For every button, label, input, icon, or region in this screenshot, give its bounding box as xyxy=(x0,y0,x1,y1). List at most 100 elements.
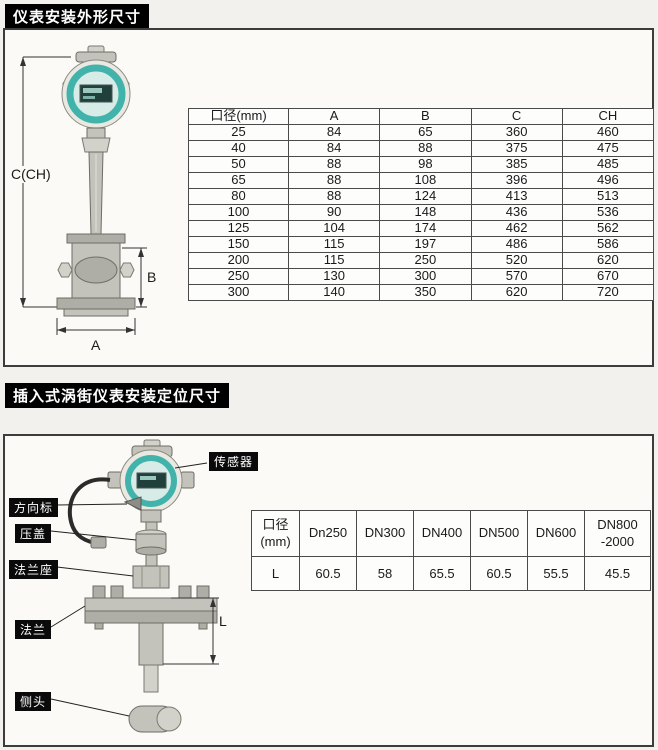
bolt-head xyxy=(92,585,106,599)
value-cell: 130 xyxy=(287,268,381,285)
leader-flange xyxy=(50,605,86,628)
leader-flange-seat xyxy=(56,566,134,577)
arrow-right-icon xyxy=(126,327,135,333)
value-cell: 45.5 xyxy=(584,556,651,591)
gland-label: 压盖 xyxy=(15,524,52,543)
body-boss xyxy=(74,256,118,284)
col-header: DN600 xyxy=(527,510,585,557)
neck xyxy=(86,127,106,139)
value-cell: 620 xyxy=(561,252,655,269)
col-header: 口径(mm) xyxy=(188,108,289,125)
section1-title: 仪表安装外形尺寸 xyxy=(5,4,150,29)
value-cell: 536 xyxy=(561,204,655,221)
mounting-pipe xyxy=(138,622,164,666)
row-key-cell: 50 xyxy=(188,156,289,173)
bottom-flange-face xyxy=(63,308,129,317)
flange-label: 法兰 xyxy=(15,620,52,639)
value-cell: 300 xyxy=(379,268,472,285)
value-cell: 174 xyxy=(379,220,472,237)
leader-direction xyxy=(56,503,128,506)
dim-l-label: L xyxy=(219,613,227,629)
value-cell: 88 xyxy=(287,156,381,173)
hex-adapter xyxy=(81,137,111,153)
body-top-plate xyxy=(66,233,126,244)
value-cell: 104 xyxy=(287,220,381,237)
bolt-head xyxy=(110,585,124,599)
flange-seat-part xyxy=(132,565,170,589)
lcd-segment xyxy=(140,476,156,480)
col-header: A xyxy=(287,108,381,125)
col-header: DN500 xyxy=(470,510,528,557)
row-key-cell: 25 xyxy=(188,124,289,141)
col-header: DN300 xyxy=(356,510,414,557)
leader-sensor xyxy=(174,462,208,469)
value-cell: 360 xyxy=(470,124,563,141)
row-key-cell: L xyxy=(251,556,300,591)
value-cell: 60.5 xyxy=(299,556,357,591)
value-cell: 385 xyxy=(470,156,563,173)
signal-cable xyxy=(67,477,111,545)
row-key-cell: 150 xyxy=(188,236,289,253)
row-key-cell: 200 xyxy=(188,252,289,269)
arrow-down-icon xyxy=(138,298,144,307)
flange-upper-plate xyxy=(84,597,218,612)
probe-tip-end xyxy=(156,706,182,732)
dim-b-label: B xyxy=(147,269,156,285)
value-cell: 396 xyxy=(470,172,563,189)
leader-probe xyxy=(50,698,130,717)
sensor-label: 传感器 xyxy=(209,452,259,471)
dim-c-label-bg xyxy=(9,166,51,183)
direction-marker xyxy=(123,496,142,511)
cable-connector xyxy=(90,536,107,549)
value-cell: 65.5 xyxy=(413,556,471,591)
arrow-up-icon xyxy=(138,248,144,257)
value-cell: 55.5 xyxy=(527,556,585,591)
lcd-segment2 xyxy=(83,96,95,99)
probe-shaft xyxy=(143,664,159,693)
lcd-segment xyxy=(83,88,102,93)
col-header: B xyxy=(379,108,472,125)
section2-title: 插入式涡街仪表安装定位尺寸 xyxy=(5,383,230,408)
lcd-display xyxy=(136,472,167,489)
value-cell: 496 xyxy=(561,172,655,189)
value-cell: 462 xyxy=(470,220,563,237)
value-cell: 720 xyxy=(561,284,655,301)
row-key-cell: 300 xyxy=(188,284,289,301)
arrow-up-icon xyxy=(20,57,26,66)
neck xyxy=(140,509,162,523)
value-cell: 197 xyxy=(379,236,472,253)
value-cell: 413 xyxy=(470,188,563,205)
value-cell: 486 xyxy=(470,236,563,253)
row-key-cell: 65 xyxy=(188,172,289,189)
value-cell: 84 xyxy=(287,124,381,141)
value-cell: 350 xyxy=(379,284,472,301)
insertion-flowmeter-drawing: L xyxy=(50,439,227,733)
value-cell: 436 xyxy=(470,204,563,221)
dim-c-label: C(CH) xyxy=(11,166,51,182)
value-cell: 108 xyxy=(379,172,472,189)
flange-seat-label: 法兰座 xyxy=(9,560,59,579)
value-cell: 520 xyxy=(470,252,563,269)
value-cell: 460 xyxy=(561,124,655,141)
value-cell: 65 xyxy=(379,124,472,141)
bolt-head xyxy=(196,585,210,599)
value-cell: 562 xyxy=(561,220,655,237)
col-header: DN800 -2000 xyxy=(584,510,651,557)
value-cell: 670 xyxy=(561,268,655,285)
row-key-cell: 125 xyxy=(188,220,289,237)
probe-label: 侧头 xyxy=(15,692,52,711)
value-cell: 115 xyxy=(287,252,381,269)
gland-bottom xyxy=(135,546,167,556)
right-lug xyxy=(180,471,195,489)
col-header: DN400 xyxy=(413,510,471,557)
